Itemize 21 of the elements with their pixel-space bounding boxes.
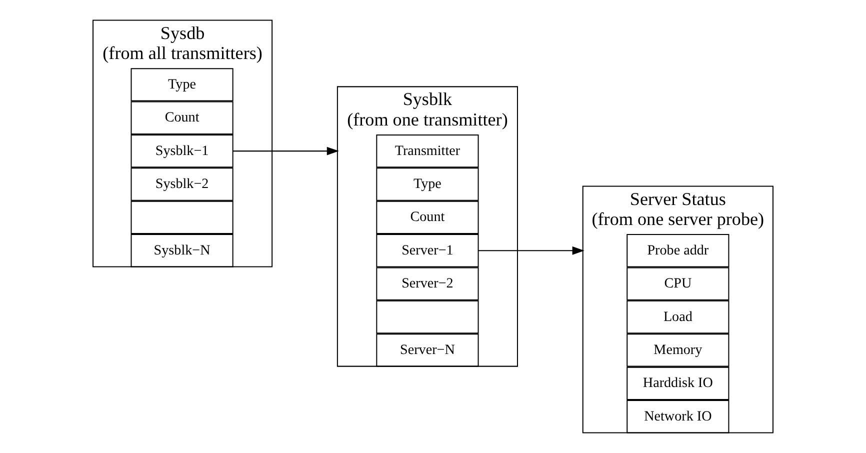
node-box [376, 300, 479, 334]
node-box: Sysblk−1 [130, 134, 234, 168]
node-box: Transmitter [376, 134, 479, 168]
node-box: Server−1 [376, 234, 479, 268]
node-box: Count [130, 101, 234, 134]
arrow [478, 246, 584, 255]
node-box [130, 200, 234, 234]
node-box: Server−2 [376, 267, 479, 300]
node-box: Type [130, 68, 234, 102]
node-box: Probe addr [626, 234, 730, 268]
node-box: Sysblk−N [130, 234, 234, 268]
node-box: Memory [626, 334, 730, 367]
arrow [232, 146, 339, 156]
node-box: Harddisk IO [626, 366, 730, 400]
node-box: Load [626, 300, 730, 334]
node-box: Network IO [626, 400, 730, 434]
node-box: Sysblk−2 [130, 168, 234, 201]
node-box: CPU [626, 267, 730, 300]
node-box: Type [376, 168, 479, 201]
node-box: Count [376, 200, 479, 234]
node-box: Server−N [376, 334, 479, 367]
